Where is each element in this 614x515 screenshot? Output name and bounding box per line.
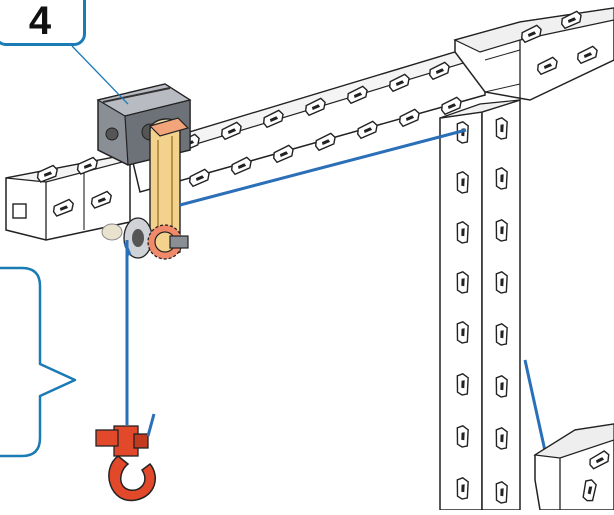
vertical-column: [440, 100, 520, 510]
crane-hook-icon: [96, 414, 155, 500]
step-number-badge: 4: [0, 0, 86, 46]
callout-bubble: [0, 268, 75, 456]
step-number: 4: [29, 1, 51, 41]
gear-wheel: [148, 225, 188, 259]
callout-leader-line: [72, 46, 128, 104]
back-gear: [102, 224, 122, 240]
base-blocks: [535, 424, 614, 510]
